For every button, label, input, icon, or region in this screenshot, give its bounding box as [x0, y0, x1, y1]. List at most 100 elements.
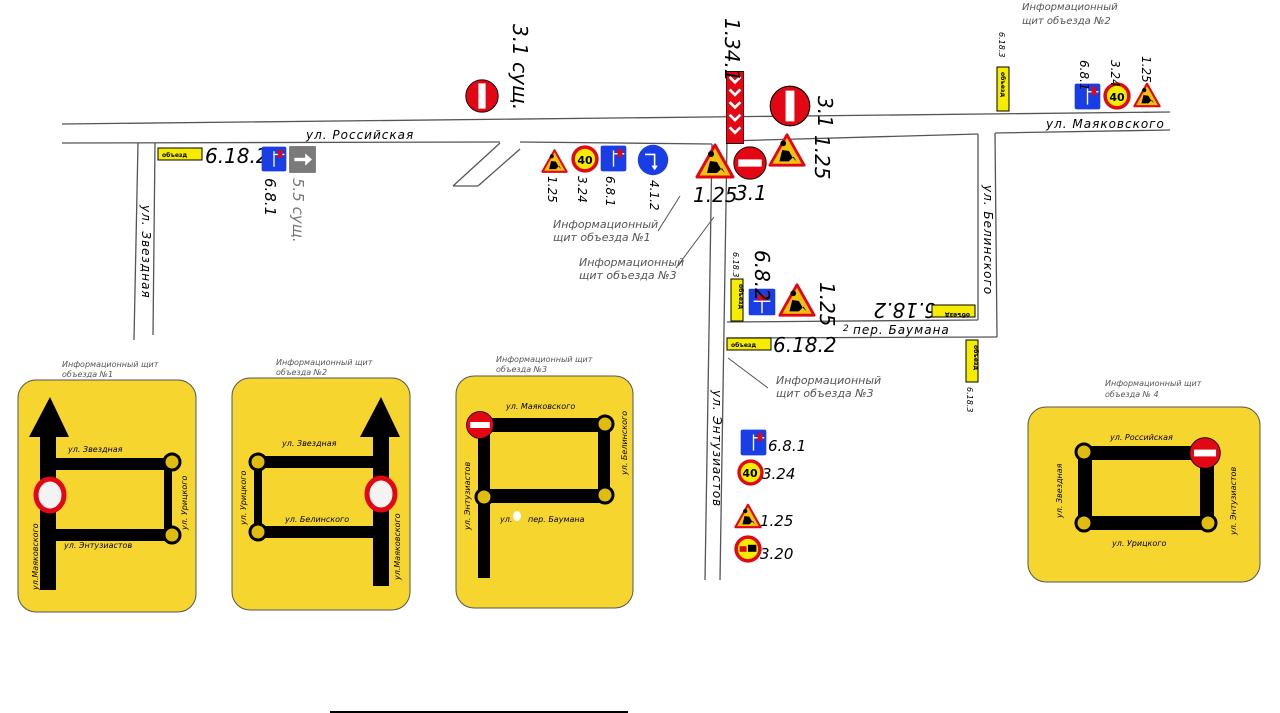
entuziastov-edge: [704, 143, 713, 581]
note-shield-3: щит объезда №3: [579, 269, 677, 282]
sign-code: 1.25: [815, 282, 839, 327]
roadwork-sign-icon: [778, 283, 816, 317]
side-road-edge: [452, 142, 501, 187]
no-entry-sign-icon: [466, 411, 494, 439]
svg-text:объезд: объезд: [972, 345, 979, 370]
leader-line: [675, 216, 715, 269]
svg-text:Информационный щит: Информационный щит: [496, 355, 593, 364]
sign-code: 6.8.1: [261, 178, 279, 216]
no-entry-sign-icon: [1189, 437, 1221, 469]
detour-sign-6-18-3: объезд: [965, 339, 979, 383]
svg-text:объезда №3: объезда №3: [496, 365, 547, 374]
sign-code: 6.8.1: [1077, 60, 1091, 91]
road-edge: [61, 141, 501, 144]
sign-code: 6.18.2: [773, 333, 837, 357]
svg-text:объезд: объезд: [731, 342, 756, 349]
sign-code: 1.25: [693, 183, 738, 207]
road-edge: [994, 129, 1171, 134]
svg-text:ул. Урицкого: ул. Урицкого: [180, 476, 189, 531]
detour-sign-6-18-2: объезд: [157, 147, 203, 161]
belinskogo-edge: [994, 132, 998, 338]
no-entry-sign-icon: [733, 146, 767, 180]
sign-code: 1.34.1: [720, 18, 744, 82]
note-shield-2: щит объезда №2: [1022, 15, 1111, 27]
roundabout-icon: [474, 487, 494, 507]
svg-text:ул. Белинского: ул. Белинского: [284, 515, 349, 524]
one-way-sign-icon: [289, 146, 316, 173]
road-edge: [61, 111, 1171, 125]
road-edge: [519, 141, 713, 145]
speed-limit-sign: 40: [737, 459, 764, 486]
sign-code: 3.24: [575, 176, 589, 203]
road-network: [61, 111, 1171, 713]
sign-code: 5.5 сущ.: [289, 178, 307, 243]
info-panel-3: Информационный щит объезда №3 ул. Маяков…: [455, 355, 634, 609]
street-belinskogo: ул. Белинского: [981, 184, 995, 295]
legend-code: 6.8.1: [768, 437, 806, 455]
speed-limit-sign: 40: [1103, 82, 1131, 110]
svg-text:40: 40: [1109, 91, 1125, 104]
svg-text:ул.Маяковского: ул.Маяковского: [393, 513, 402, 581]
note-shield-1: Информационный: [553, 218, 658, 231]
roundabout-icon: [1074, 513, 1094, 533]
dead-end-sign-icon: [600, 145, 627, 172]
svg-text:Информационный щит: Информационный щит: [276, 358, 373, 367]
sign-code: 1.25: [1139, 56, 1153, 83]
street-entuziastov: ул. Энтузиастов: [710, 389, 724, 507]
svg-text:объезд: объезд: [999, 72, 1006, 97]
info-panel-4: Информационный щит объезда № 4 ул. Росси…: [1027, 379, 1261, 583]
sign-code: 1.25: [545, 176, 559, 203]
sign-code: 4.1.2: [647, 180, 661, 211]
street-baumana: пер. Баумана: [853, 323, 950, 337]
roadwork-sign-icon: [1133, 82, 1161, 108]
note-shield-1: щит объезда №1: [553, 231, 651, 244]
dead-end-sign-icon: [740, 429, 767, 456]
svg-text:объезд: объезд: [162, 152, 187, 159]
svg-text:объезд: объезд: [945, 311, 970, 318]
sign-code: 3.1: [813, 96, 837, 128]
road-closed-icon: [364, 475, 398, 513]
svg-text:ул. Энтузиастов: ул. Энтузиастов: [1229, 467, 1238, 536]
svg-text:ул.: ул.: [499, 515, 512, 524]
speed-limit-sign: 40: [571, 145, 599, 173]
detour-sign-6-18-2: объезд: [726, 337, 772, 351]
svg-text:ул. Урицкого: ул. Урицкого: [1111, 539, 1166, 548]
detour-sign-6-18-3: объезд: [996, 66, 1010, 112]
roundabout-icon: [595, 485, 615, 505]
roundabout-icon: [162, 452, 182, 472]
svg-text:ул. Маяковского: ул. Маяковского: [505, 402, 575, 411]
svg-text:ул. Урицкого: ул. Урицкого: [239, 471, 248, 526]
roadwork-sign-icon: [541, 149, 568, 173]
street-zvezdnaya: ул. Звездная: [139, 204, 153, 299]
roundabout-icon: [162, 525, 182, 545]
dead-end-sign-icon: [261, 146, 287, 172]
roundabout-icon: [595, 414, 615, 434]
svg-text:Информационный щит: Информационный щит: [1105, 379, 1202, 388]
svg-text:ул. Звездная: ул. Звездная: [1055, 463, 1064, 519]
street-mayakovskogo: ул. Маяковского: [1045, 117, 1165, 131]
svg-text:ул.Маяковского: ул.Маяковского: [31, 523, 40, 591]
legend-code: 3.24: [762, 465, 795, 483]
sign-code: 6.8.1: [603, 176, 617, 207]
sign-code: 1.25: [810, 135, 834, 180]
side-road-edge: [477, 148, 521, 187]
street-rossiyskaya: ул. Российская: [305, 128, 414, 142]
note-shield-3: Информационный: [776, 374, 881, 387]
svg-text:пер. Баумана: пер. Баумана: [528, 515, 585, 524]
baumana-edge: [726, 336, 998, 339]
sign-code: 3.1: [735, 181, 767, 205]
no-overtaking-trucks-icon: [734, 535, 762, 563]
svg-text:ул. Энтузиастов: ул. Энтузиастов: [463, 462, 472, 531]
roadwork-sign-icon: [734, 503, 762, 529]
sign-code: 3.24: [1108, 60, 1122, 87]
road-closed-icon: [33, 476, 67, 514]
svg-text:объезда №2: объезда №2: [276, 368, 327, 377]
road-edge: [726, 133, 979, 142]
roundabout-icon: [248, 452, 268, 472]
note-shield-3: Информационный: [579, 256, 684, 269]
sign-code: 6.18.2: [205, 144, 269, 168]
roundabout-icon: [248, 522, 268, 542]
entuziastov-edge: [719, 140, 728, 581]
svg-text:ул. Белинского: ул. Белинского: [620, 411, 629, 476]
